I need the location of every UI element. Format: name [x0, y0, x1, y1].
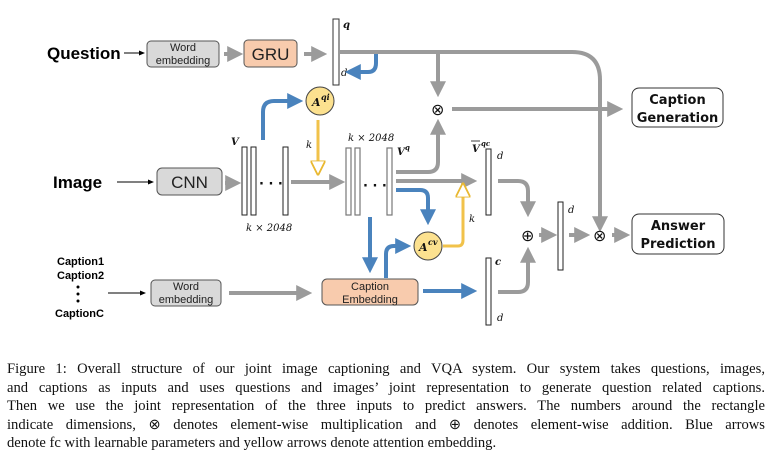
caption-line: Then we use the joint representation of …	[7, 398, 765, 415]
caption-multiply-op: ⊗	[431, 100, 444, 119]
vqc-label: V	[472, 144, 481, 155]
svg-text:· · ·: · · ·	[363, 179, 387, 194]
vqc-vector	[485, 148, 492, 216]
word-embedding-question-box: Word embedding	[146, 40, 220, 68]
c-vector	[485, 257, 492, 326]
caption-generation-output: Caption Generation	[631, 87, 724, 128]
caption-line: denote fc with learnable parameters and …	[7, 435, 497, 452]
svg-text:CaptionC: CaptionC	[55, 308, 104, 320]
caption-line: indicate dimensions, ⊗ denotes element-w…	[7, 416, 765, 433]
svg-text:Embedding: Embedding	[342, 294, 398, 306]
svg-text:Caption1: Caption1	[57, 256, 104, 268]
q-dim-label: q	[343, 20, 350, 31]
caption-embedding-to-attention-cv-arrow	[384, 238, 412, 278]
attention-cv-node: A cv	[413, 231, 443, 261]
v-dim-label: k × 2048	[246, 223, 292, 234]
k-label-cv: k	[469, 214, 475, 225]
answer-prediction-output: Answer Prediction	[631, 213, 725, 255]
svg-text:Caption2: Caption2	[57, 270, 104, 282]
architecture-diagram: Question Word embedding GRU q d A qi k I…	[47, 18, 725, 326]
answer-multiply-op: ⊗	[593, 226, 606, 245]
c-d-label: d	[497, 313, 503, 324]
q-vector	[332, 18, 340, 86]
attention-qi-node: A qi	[305, 86, 335, 116]
q-to-attention-qi-arrow	[344, 54, 378, 80]
figure-caption: Figure 1: Overall structure of our joint…	[7, 360, 765, 453]
svg-text:embedding: embedding	[159, 294, 213, 306]
captions-input-list: Caption1 Caption2 CaptionC	[55, 256, 104, 320]
svg-text:qc: qc	[481, 139, 491, 148]
q-d-label: d	[341, 68, 347, 79]
vqc-to-add-arrow	[498, 179, 536, 218]
caption-line: Figure 1: Overall structure of our joint…	[7, 361, 765, 377]
svg-text:CNN: CNN	[171, 173, 208, 192]
word-embedding-caption-box: Word embedding	[150, 279, 222, 307]
joint-vector	[557, 201, 564, 271]
c-label: c	[495, 257, 501, 268]
svg-text:A: A	[311, 96, 321, 109]
svg-text:Word: Word	[170, 42, 196, 54]
svg-text:cv: cv	[428, 237, 438, 247]
caption-line: and captions as inputs and uses question…	[7, 379, 765, 396]
v-feature-stack: · · ·	[241, 146, 289, 216]
svg-text:Caption: Caption	[351, 281, 389, 293]
vq-label: V	[397, 147, 406, 158]
gru-box: GRU	[243, 39, 298, 68]
svg-text:· · ·: · · ·	[259, 177, 283, 192]
svg-text:embedding: embedding	[156, 55, 210, 67]
q-to-answer-multiply-arrow	[340, 50, 608, 233]
v-label: V	[231, 137, 240, 148]
vqc-d-label: d	[497, 151, 503, 162]
joint-d-label: d	[568, 205, 574, 216]
add-op: ⊕	[521, 226, 534, 245]
vq-dim-label: k × 2048	[348, 133, 394, 144]
svg-text:qi: qi	[321, 92, 330, 102]
c-to-add-arrow	[498, 246, 536, 294]
vq-to-attention-cv-arrow	[396, 188, 436, 226]
image-input-label: Image	[53, 173, 102, 192]
svg-text:Word: Word	[173, 281, 199, 293]
question-input-label: Question	[47, 44, 121, 63]
svg-text:q: q	[405, 143, 410, 152]
svg-text:A: A	[418, 241, 428, 254]
vq-to-caption-multiply-arrow	[396, 118, 446, 174]
caption-embedding-box: Caption Embedding	[321, 278, 419, 306]
v-to-attention-qi-arrow	[261, 93, 304, 140]
svg-text:Generation: Generation	[637, 111, 719, 126]
cnn-box: CNN	[156, 167, 223, 196]
svg-text:Answer: Answer	[651, 219, 706, 234]
attention-cv-yellow-arrow	[443, 190, 463, 248]
vq-feature-stack: · · ·	[345, 147, 393, 216]
svg-text:Caption: Caption	[649, 93, 705, 108]
svg-text:Prediction: Prediction	[640, 237, 715, 252]
k-label-qi: k	[306, 140, 312, 151]
svg-text:GRU: GRU	[252, 45, 290, 64]
